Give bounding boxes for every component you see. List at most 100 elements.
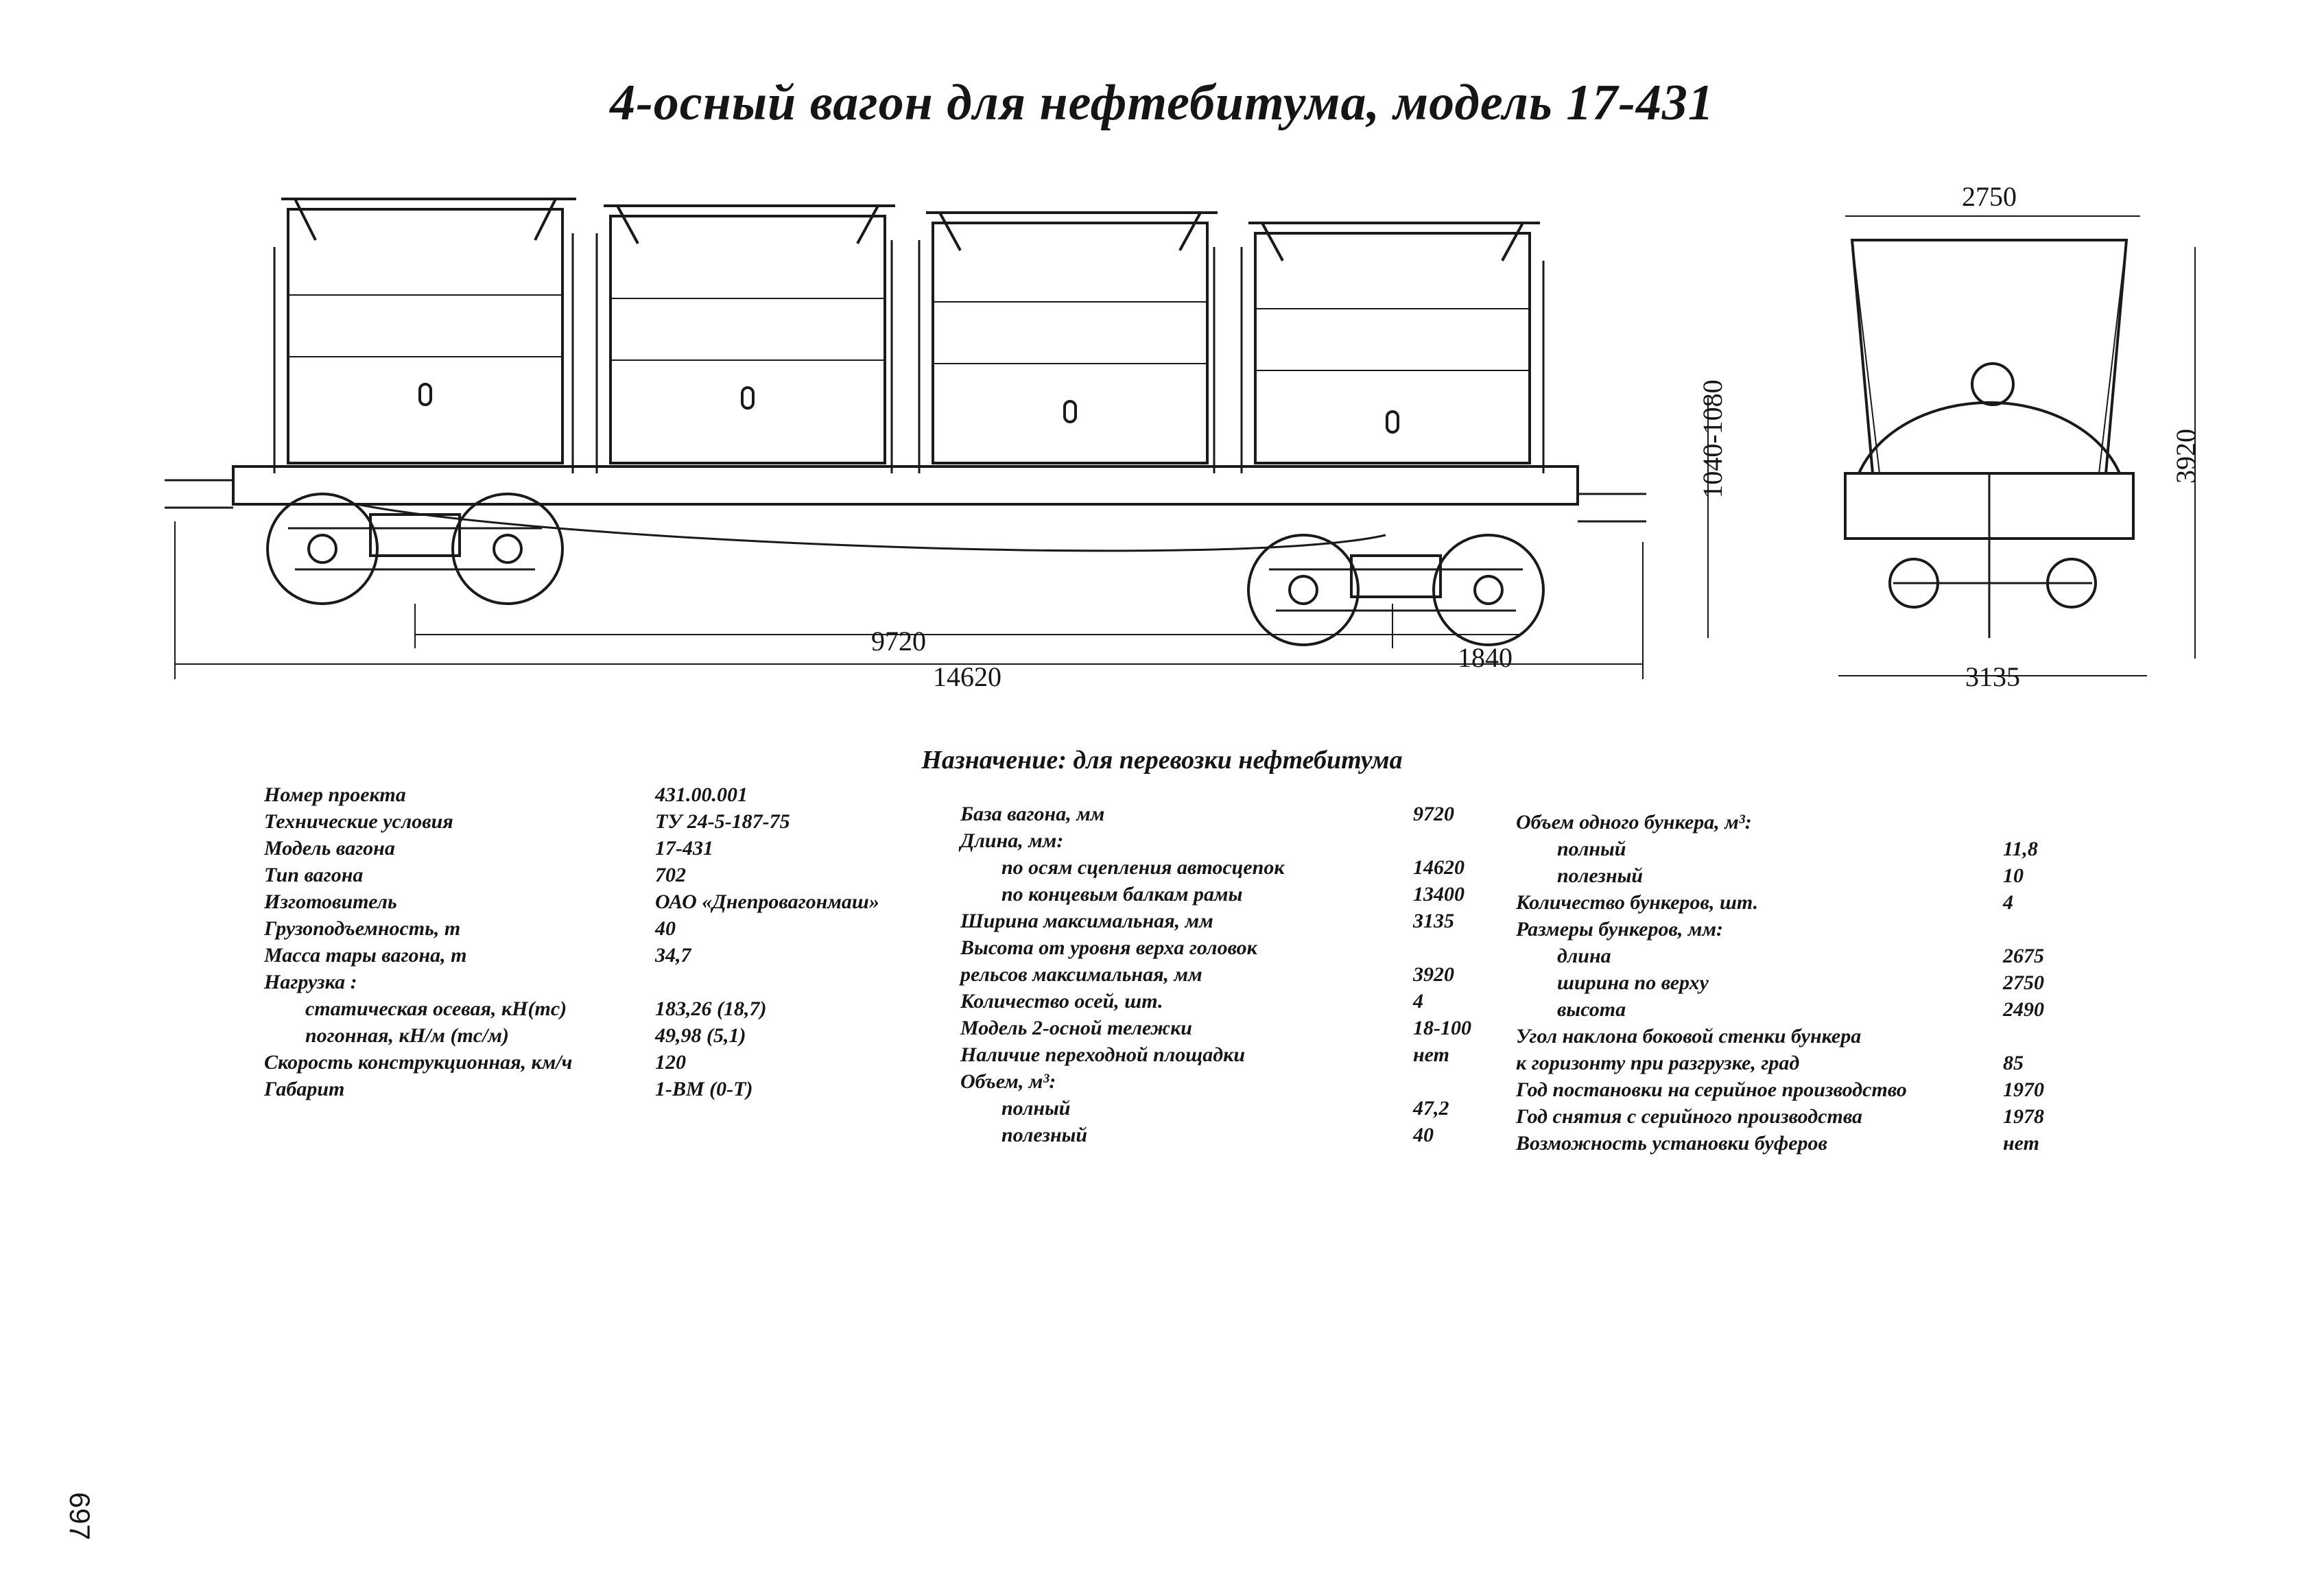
hopper [1248,222,1540,464]
spec-row: Модель 2-осной тележки 18-100 [960,1017,1482,1043]
spec-row: Масса тары вагона, т 34,7 [264,944,916,971]
spec-value: 120 [655,1051,686,1074]
spec-label: Количество осей, шт. [960,990,1163,1013]
spec-value: 40 [655,917,676,940]
spec-label: Объем одного бункера, м³: [1516,811,1752,834]
dim-base: 9720 [871,626,926,657]
spec-value: 1978 [2003,1105,2044,1128]
spec-value: ОАО «Днепровагонмаш» [655,890,879,913]
spec-value: 1970 [2003,1078,2044,1101]
spec-label: Тип вагона [264,864,364,886]
spec-label: Номер проекта [264,783,406,806]
spec-row: Модель вагона 17-431 [264,837,916,864]
hopper [604,204,895,464]
side-view: 9720 1840 14620 1040-1080 [165,198,1728,692]
hopper [926,211,1218,464]
wagon-drawing: 9720 1840 14620 1040-1080 2750 3135 3920 [165,181,2201,692]
spec-value: 11,8 [2003,838,2038,860]
spec-row: статическая осевая, кН(тс) 183,26 (18,7) [264,997,916,1024]
spec-value: 702 [655,864,686,886]
dim-max-width: 3135 [1965,661,2020,692]
spec-row: Размеры бункеров, мм: [1516,918,2065,945]
spec-value: 3920 [1413,963,1454,986]
spec-value: 2750 [2003,971,2044,994]
spec-label: полный [1557,838,1626,860]
spec-value: 17-431 [655,837,713,860]
spec-label: Год снятия с серийного производства [1516,1105,1863,1128]
spec-label: длина [1557,945,1611,967]
hopper [281,198,576,464]
spec-row: Скорость конструкционная, км/ч 120 [264,1051,916,1078]
dim-height: 3920 [2170,429,2201,484]
spec-value: 18-100 [1413,1017,1471,1039]
spec-label: Масса тары вагона, т [264,944,467,967]
spec-row: полезный 40 [960,1124,1482,1150]
spec-value: 1-ВМ (0-Т) [655,1078,753,1100]
spec-value: 49,98 (5,1) [655,1024,746,1047]
spec-value: 47,2 [1413,1097,1449,1120]
spec-row: Объем одного бункера, м³: [1516,811,2065,838]
spec-row: Нагрузка : [264,971,916,997]
spec-value: 34,7 [655,944,691,967]
spec-label: по концевым балкам рамы [1001,883,1243,906]
spec-label: статическая осевая, кН(тс) [305,997,567,1020]
spec-row: к горизонту при разгрузке, град 85 [1516,1052,2065,1078]
spec-value: 14620 [1413,856,1465,879]
page-number: 697 [64,1492,96,1541]
spec-label: Изготовитель [264,890,397,913]
spec-label: Высота от уровня верха головок [960,936,1257,959]
spec-label: к горизонту при разгрузке, град [1516,1052,1800,1074]
underframe [232,465,1579,506]
spec-value: ТУ 24-5-187-75 [655,810,790,833]
spec-label: Ширина максимальная, мм [960,910,1213,932]
spec-label: База вагона, мм [960,803,1105,825]
page-title: 4-осный вагон для нефтебитума, модель 17… [610,75,1714,131]
dim-bogie: 1840 [1458,642,1513,673]
spec-row: Количество бункеров, шт. 4 [1516,891,2065,918]
spec-label: Длина, мм: [960,829,1064,852]
purpose-heading: Назначение: для перевозки нефтебитума [921,746,1403,775]
bogie [266,493,564,605]
spec-label: Грузоподъемность, т [264,917,461,940]
bogie [1247,534,1545,646]
spec-value: 40 [1413,1124,1434,1146]
spec-row: База вагона, мм 9720 [960,803,1482,829]
spec-label: Объем, м³: [960,1070,1056,1093]
spec-value: 183,26 (18,7) [655,997,767,1020]
spec-row: Год снятия с серийного производства 1978 [1516,1105,2065,1132]
spec-row: Изготовитель ОАО «Днепровагонмаш» [264,890,916,917]
spec-value: 4 [2003,891,2013,914]
spec-row: Грузоподъемность, т 40 [264,917,916,944]
dim-coupler-height: 1040-1080 [1697,379,1728,498]
spec-label: Количество бункеров, шт. [1516,891,1759,914]
spec-value: нет [2003,1132,2039,1155]
spec-row: по осям сцепления автосцепок 14620 [960,856,1482,883]
spec-row: Длина, мм: [960,829,1482,856]
spec-row: Количество осей, шт.4 [960,990,1482,1017]
spec-label: Размеры бункеров, мм: [1516,918,1723,941]
dim-top-width: 2750 [1962,181,2017,212]
spec-value: 9720 [1413,803,1454,825]
spec-label: Модель вагона [264,837,395,860]
spec-label: Наличие переходной площадки [960,1043,1246,1066]
spec-row: Объем, м³: [960,1070,1482,1097]
spec-label: полезный [1001,1124,1088,1146]
spec-label: по осям сцепления автосцепок [1001,856,1285,879]
spec-value: 85 [2003,1052,2024,1074]
spec-row: Номер проекта 431.00.001 [264,783,916,810]
spec-label: рельсов максимальная, мм [960,963,1202,986]
spec-label: погонная, кН/м (тс/м) [305,1024,509,1047]
spec-label: Модель 2-осной тележки [960,1017,1192,1039]
spec-value: 431.00.001 [655,783,748,806]
spec-label: Скорость конструкционная, км/ч [264,1051,573,1074]
spec-row: Высота от уровня верха головок [960,936,1482,963]
